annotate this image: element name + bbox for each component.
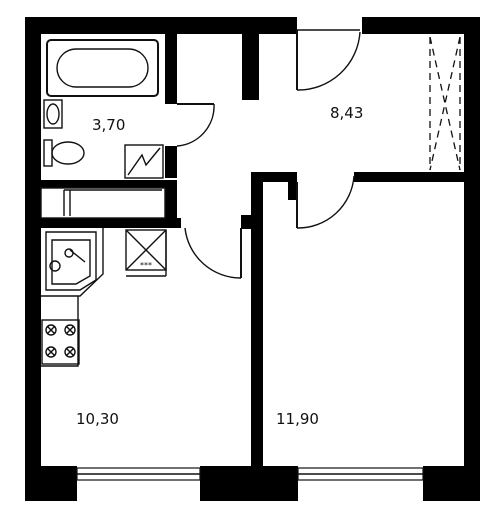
- toilet-icon: [43, 139, 85, 167]
- bedroom-area-label: 11,90: [276, 410, 319, 428]
- outer-walls: [25, 17, 480, 501]
- hallway-area-label: 8,43: [330, 104, 363, 122]
- cabinet-icon: [40, 187, 166, 219]
- meter-box-mark: ***: [140, 261, 152, 270]
- windows: [76, 467, 424, 481]
- kitchen-sink-icon: [45, 231, 97, 291]
- wardrobe-dashed: [429, 36, 461, 171]
- washing-machine-icon: [124, 144, 164, 179]
- kitchen-area-label: 10,30: [76, 410, 119, 428]
- bathroom-area-label: 3,70: [92, 116, 125, 134]
- doors: [176, 29, 361, 279]
- stove-icon: [41, 319, 80, 365]
- interior-walls: [41, 18, 464, 474]
- sink-icon: [43, 99, 63, 129]
- bathtub-icon: [46, 39, 159, 97]
- meter-box-icon: ***: [125, 229, 167, 277]
- kitchen-counter: [41, 228, 104, 367]
